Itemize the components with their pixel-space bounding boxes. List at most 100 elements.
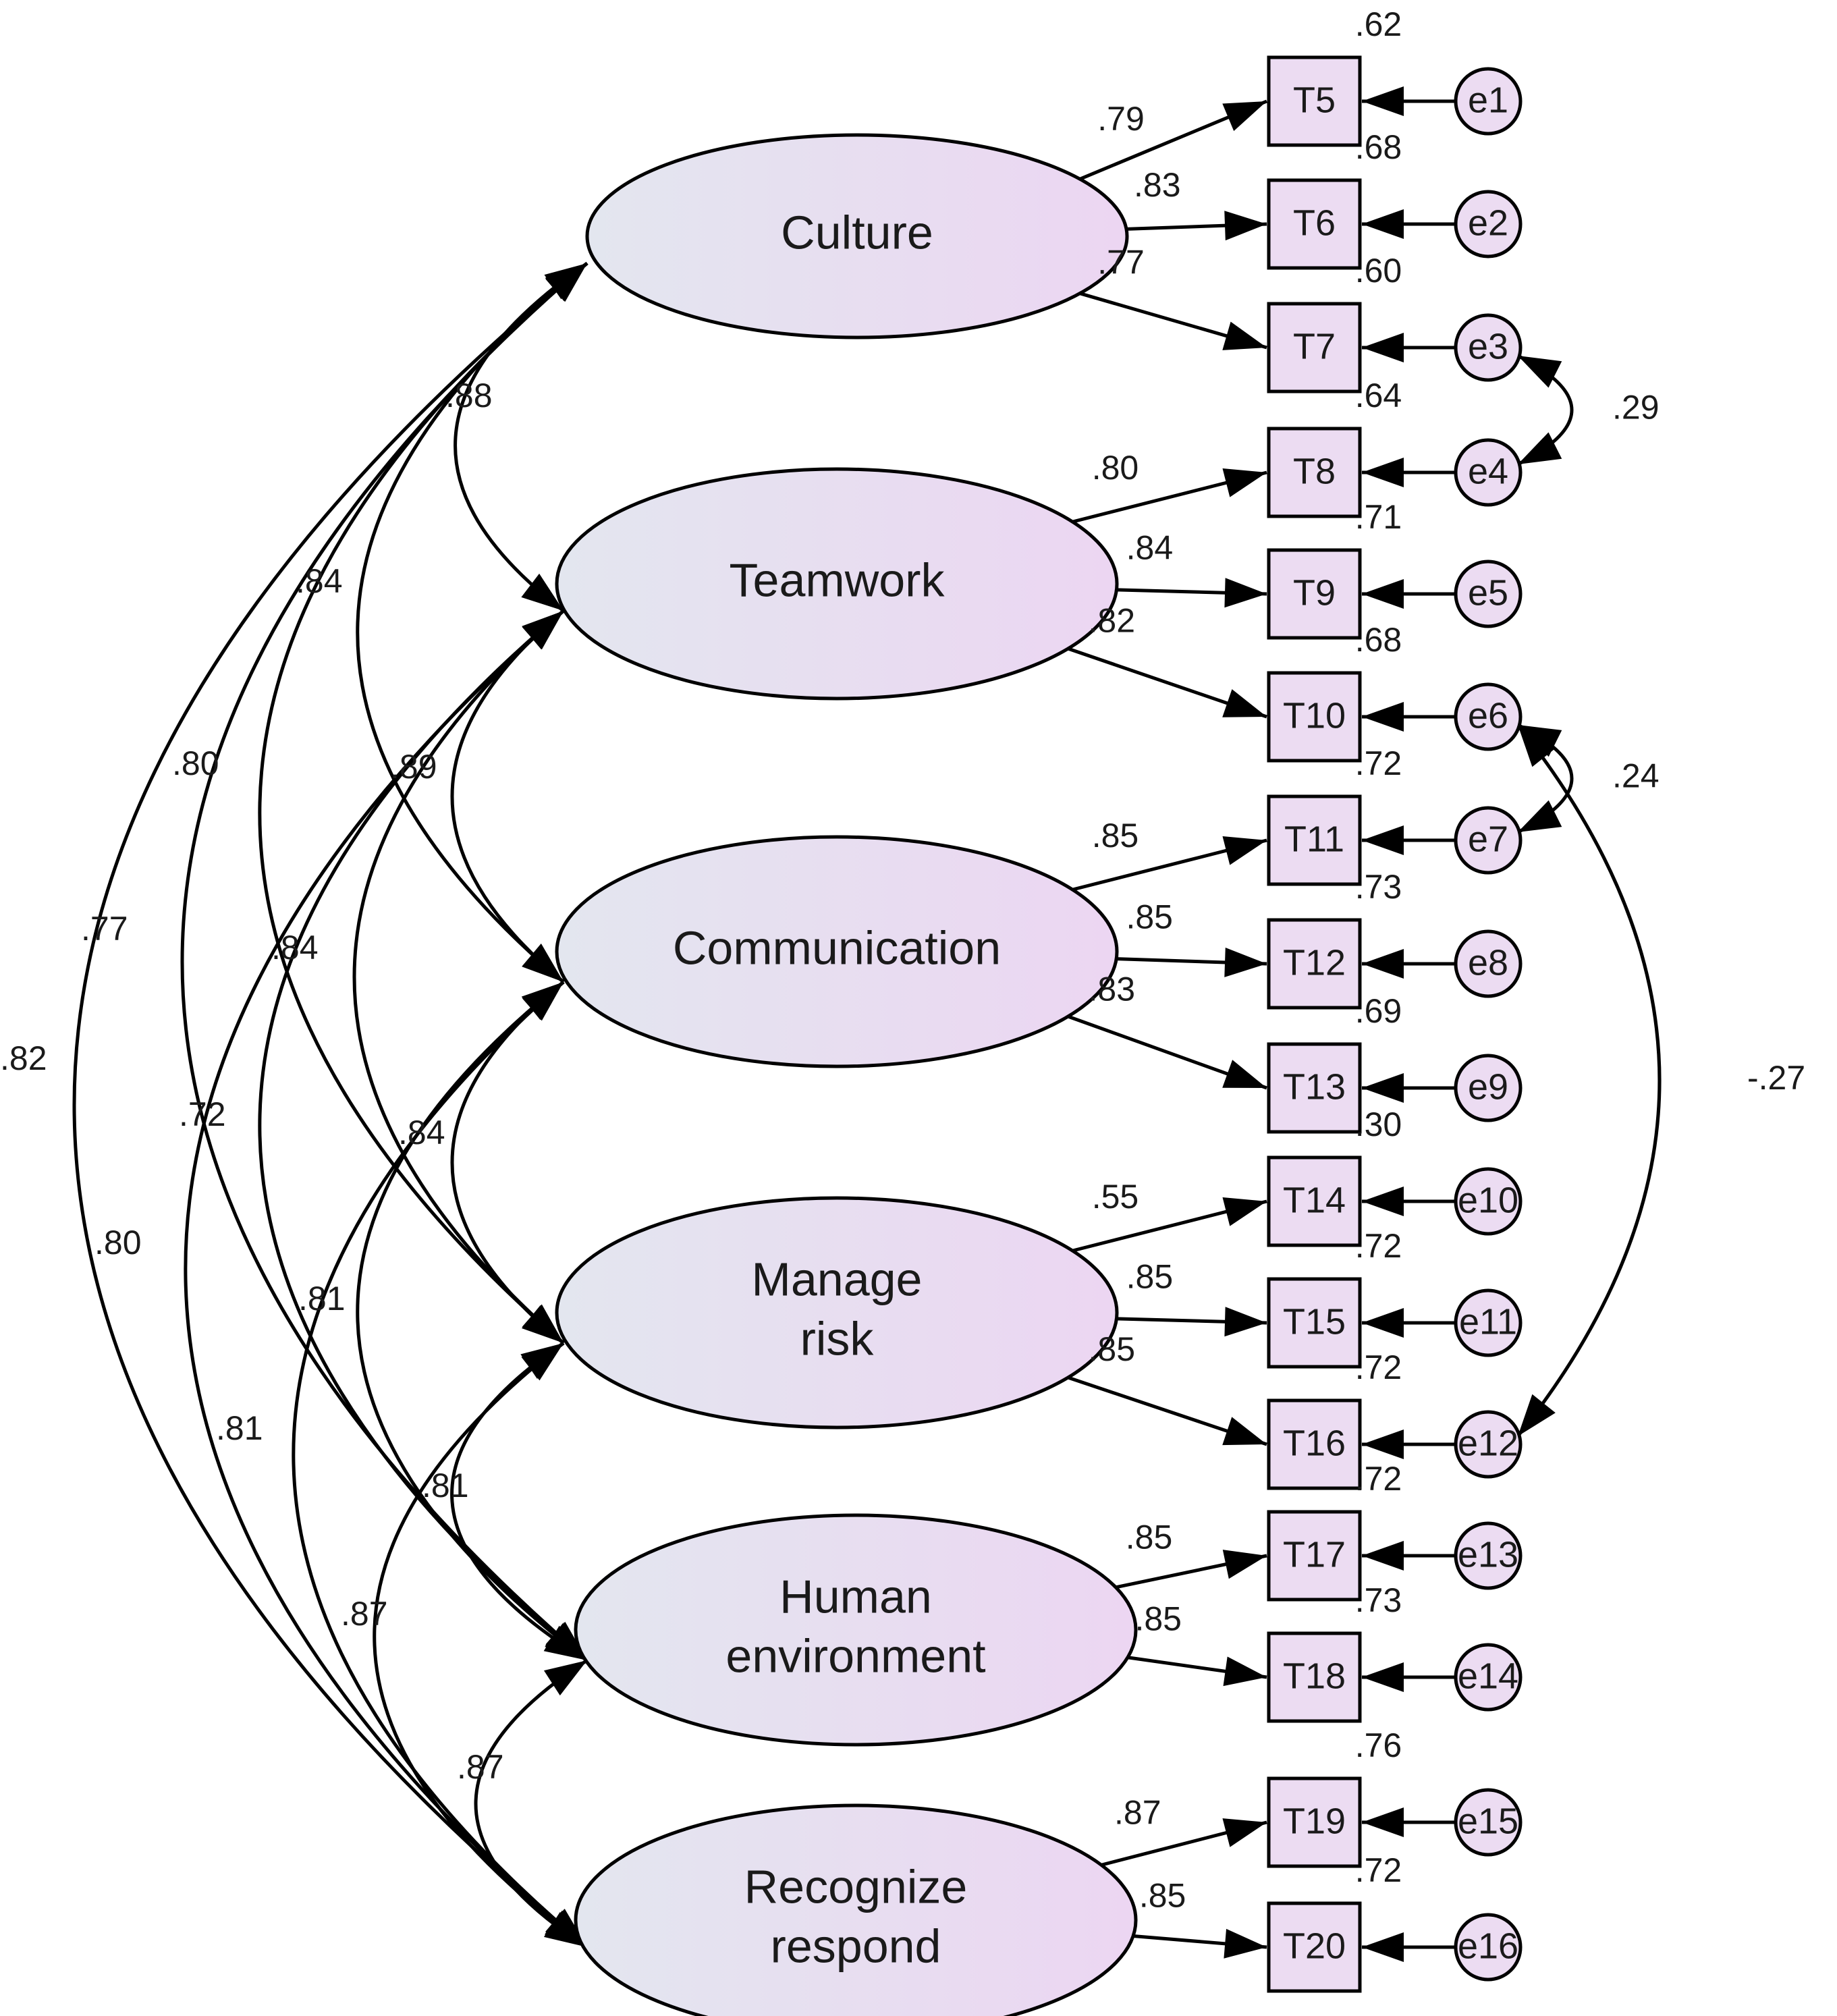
- r-squared-value: .64: [1355, 377, 1402, 414]
- error-label: e13: [1458, 1534, 1518, 1575]
- error-term: [1454, 67, 1523, 136]
- error-arrowhead: [1362, 825, 1404, 855]
- error-term: [1454, 1054, 1523, 1122]
- item-label: T16: [1283, 1423, 1346, 1463]
- correlation-value: .82: [0, 1039, 47, 1077]
- loading-value: .55: [1092, 1178, 1139, 1216]
- correlation-path: [373, 1342, 588, 1949]
- observed-item: [1267, 1631, 1362, 1723]
- loading-value: .83: [1134, 166, 1181, 204]
- correlation-value: .81: [216, 1409, 263, 1447]
- error-arrowhead: [1362, 1308, 1404, 1338]
- correlation-path: [184, 609, 588, 1949]
- loading-arrowhead: [1222, 101, 1267, 132]
- observed-item: [1267, 302, 1362, 393]
- r-squared-value: .62: [1355, 5, 1402, 43]
- error-layer: [1362, 86, 1662, 1962]
- error-label: e5: [1468, 572, 1508, 613]
- error-label: e4: [1468, 451, 1508, 491]
- r-squared-value: .72: [1355, 1460, 1402, 1498]
- correlation-arrowhead: [522, 611, 564, 650]
- item-label: T14: [1283, 1180, 1346, 1220]
- loading-arrowhead: [1222, 836, 1267, 865]
- error-label: e7: [1468, 819, 1508, 859]
- factor-label: Culture: [781, 206, 933, 258]
- loading-value: .85: [1134, 1600, 1182, 1637]
- factor-label: environment: [725, 1629, 985, 1682]
- correlation-arrowhead: [521, 1305, 564, 1343]
- error-term: [1454, 560, 1523, 628]
- r-squared-value: .72: [1355, 1851, 1402, 1889]
- correlation-path: [450, 1341, 588, 1662]
- factor-label: respond: [771, 1919, 941, 1972]
- loading-arrowhead: [1222, 468, 1267, 497]
- error-covariance-arrowhead: [1518, 432, 1562, 464]
- error-arrowhead: [1362, 1807, 1404, 1837]
- loading-arrowhead: [1224, 1307, 1267, 1337]
- observed-item: [1267, 1398, 1362, 1490]
- correlation-arrowhead: [545, 263, 587, 302]
- error-term: [1454, 929, 1523, 998]
- error-label: e14: [1458, 1656, 1518, 1696]
- observed-item: [1267, 1155, 1362, 1247]
- r-squared-value: .73: [1355, 1581, 1402, 1619]
- correlation-arrowhead: [543, 1625, 587, 1660]
- correlation-path: [292, 981, 588, 1949]
- error-term: [1454, 1788, 1523, 1857]
- error-covariance-arrowhead: [1518, 800, 1562, 832]
- item-label: T15: [1283, 1301, 1346, 1342]
- observed-item: [1267, 1901, 1362, 1993]
- error-covariance-value: .29: [1612, 389, 1660, 427]
- error-term: [1454, 1410, 1523, 1479]
- observed-item: [1267, 671, 1362, 763]
- item-label: T18: [1283, 1656, 1346, 1696]
- loading-value: .82: [1089, 601, 1136, 639]
- factor-correlation-layer: [72, 261, 588, 1949]
- error-arrowhead: [1362, 1662, 1404, 1692]
- item-label: T19: [1283, 1801, 1346, 1841]
- r-squared-value: .71: [1355, 498, 1402, 536]
- correlation-path: [258, 262, 588, 1344]
- error-arrowhead: [1362, 1187, 1404, 1216]
- loading-arrowhead: [1222, 689, 1267, 717]
- error-label: e16: [1458, 1926, 1518, 1966]
- loading-value: .85: [1089, 1330, 1136, 1368]
- item-label: T6: [1293, 202, 1336, 243]
- error-label: e8: [1468, 942, 1508, 983]
- loading-value: .85: [1092, 817, 1139, 854]
- error-term: [1454, 190, 1523, 258]
- latent-factor: [574, 1513, 1138, 1747]
- loading-value: .79: [1097, 100, 1145, 138]
- correlation-arrowhead: [543, 1911, 587, 1947]
- loading-layer: [1067, 99, 1267, 1959]
- loading-arrowhead: [1223, 1656, 1267, 1687]
- factor-label: risk: [800, 1312, 875, 1365]
- factor-label: Manage: [752, 1253, 923, 1305]
- correlation-value: .84: [398, 1114, 445, 1151]
- error-arrowhead: [1362, 209, 1404, 239]
- r-squared-value: .73: [1355, 868, 1402, 906]
- node-layer: CultureTeamworkCommunicationManageriskHu…: [555, 55, 1523, 2016]
- loading-arrowhead: [1222, 1550, 1267, 1579]
- loading-value: .80: [1092, 449, 1139, 487]
- correlation-arrowhead: [521, 573, 564, 611]
- error-covariance-path: [1516, 724, 1662, 1438]
- item-label: T12: [1283, 942, 1346, 983]
- latent-factor: [555, 1196, 1119, 1429]
- loading-arrowhead: [1224, 947, 1267, 977]
- correlation-arrowhead: [522, 944, 564, 982]
- loading-value: .85: [1126, 1257, 1174, 1295]
- r-squared-value: .69: [1355, 992, 1402, 1030]
- error-label: e1: [1468, 80, 1508, 120]
- latent-factor: [555, 467, 1119, 701]
- error-arrowhead: [1362, 86, 1404, 116]
- correlation-path: [454, 261, 588, 612]
- latent-factor: [574, 1803, 1138, 2016]
- observed-item: [1267, 1042, 1362, 1134]
- correlation-path: [72, 262, 588, 1949]
- r-squared-value: .72: [1355, 744, 1402, 782]
- loading-value: .77: [1097, 244, 1145, 281]
- correlation-arrowhead: [522, 982, 564, 1021]
- error-covariance-arrowhead: [1518, 356, 1562, 388]
